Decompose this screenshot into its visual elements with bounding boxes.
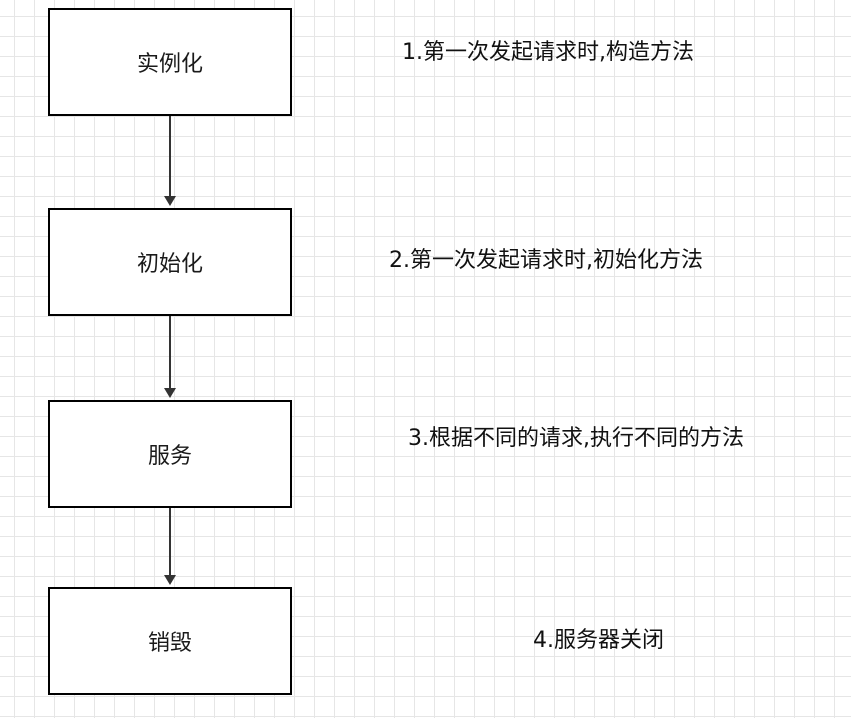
step-box-initialize[interactable]: 初始化 [48, 208, 292, 316]
step-label-instantiate: 实例化 [136, 52, 203, 77]
note-initialize: 2.第一次发起请求时,初始化方法 [389, 248, 703, 273]
step-box-instantiate[interactable]: 实例化 [48, 8, 292, 116]
step-label-service: 服务 [147, 444, 192, 469]
step-label-destroy: 销毁 [147, 631, 192, 656]
step-label-initialize: 初始化 [136, 252, 203, 277]
note-destroy: 4.服务器关闭 [533, 628, 664, 653]
step-box-destroy[interactable]: 销毁 [48, 587, 292, 695]
note-instantiate: 1.第一次发起请求时,构造方法 [402, 40, 694, 65]
note-service: 3.根据不同的请求,执行不同的方法 [408, 426, 744, 451]
step-box-service[interactable]: 服务 [48, 400, 292, 508]
